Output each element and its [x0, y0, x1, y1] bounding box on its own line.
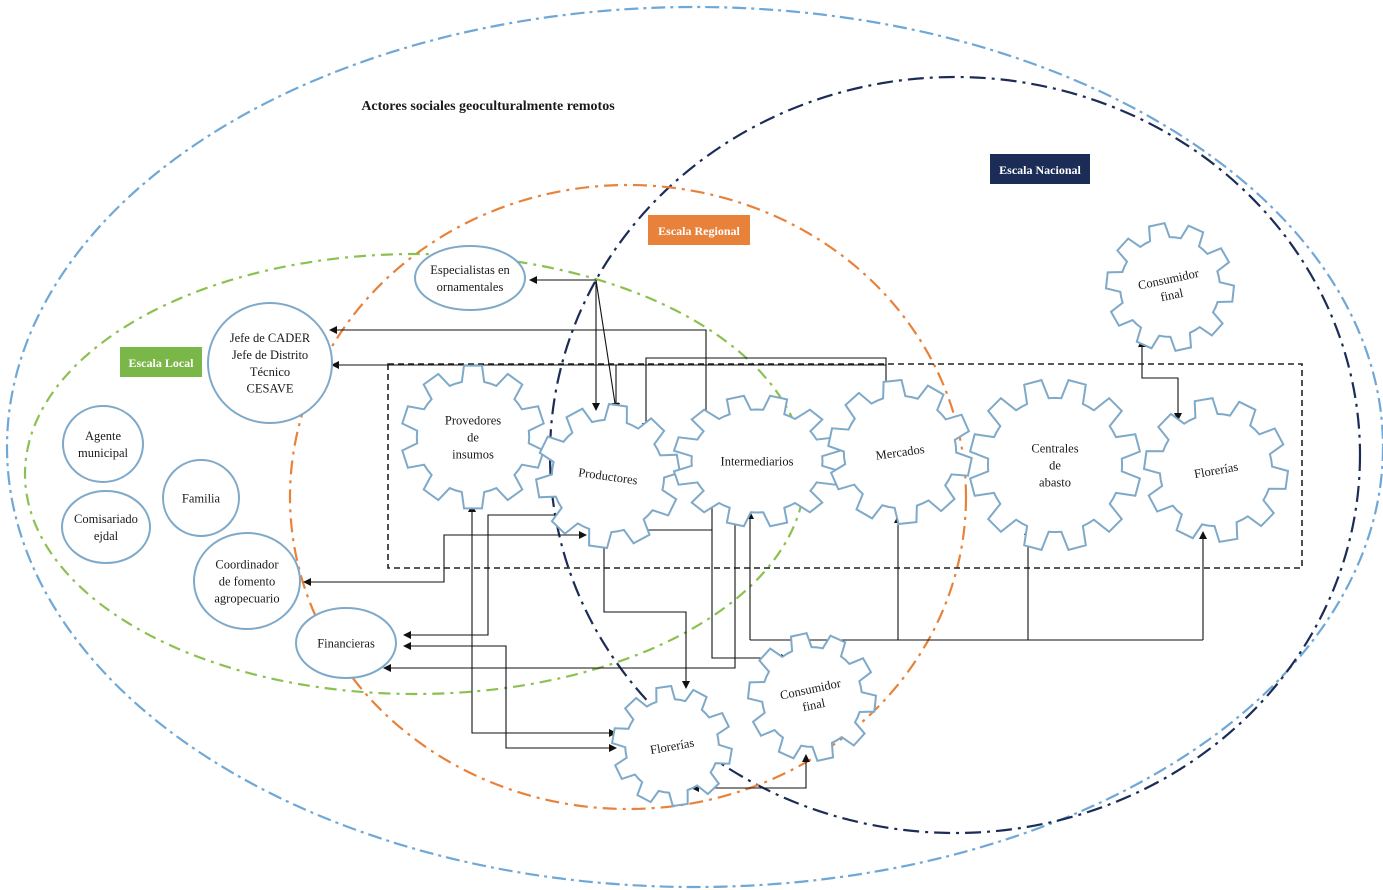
connections	[303, 276, 1207, 792]
especialistas-label-line: ornamentales	[437, 280, 504, 294]
agente-label-line: Agente	[85, 429, 122, 443]
arrow-florerias-to-consumidor	[691, 754, 810, 792]
coordinador-label-line: agropecuario	[214, 591, 279, 605]
actor-familia: Familia	[162, 459, 240, 537]
especialistas-label: Especialistas en ornamentales	[430, 263, 510, 294]
especialistas-label-line: Especialistas en	[430, 263, 510, 277]
productores-gear-shape	[534, 402, 682, 550]
jefe-cader-label-line: Jefe de CADER	[230, 331, 311, 345]
familia-shape	[162, 459, 240, 537]
local-scale-badge: Escala Local	[120, 347, 202, 377]
coordinador-label-line: Coordinador	[215, 558, 279, 572]
financieras-label-line: Financieras	[317, 636, 375, 650]
comisariado-shape	[61, 490, 151, 564]
actor-consumidor-bottom-gear: Consumidorfinal	[746, 632, 878, 762]
production-chain-frame	[387, 363, 1303, 569]
actor-productores-gear: Productores	[534, 402, 682, 550]
arrow-proveedores-to-florerias	[468, 504, 617, 737]
centrales-label-line: abasto	[1039, 475, 1071, 489]
consumidor-bottom-label-line: final	[801, 696, 827, 715]
mercados-gear-shape	[827, 378, 973, 526]
actor-florerias-nacional-gear: Florerías	[1142, 396, 1290, 544]
regional-scale-label: Escala Regional	[658, 224, 740, 238]
local-scale-badge-box	[120, 347, 202, 377]
proveedores-gear-shape	[401, 364, 545, 510]
regional-scale-badge: Escala Regional	[648, 215, 750, 245]
intermediarios-gear-shape	[672, 394, 842, 528]
actor-financieras: Financieras	[295, 607, 397, 679]
arrow-hub-to-productores-2	[595, 279, 619, 411]
arrow-intermediarios-down	[383, 515, 736, 672]
familia-label: Familia	[182, 491, 221, 505]
actor-comisariado: Comisariado ejdal	[61, 490, 151, 564]
florerias-bottom-gear-shape	[610, 684, 734, 808]
familia-label-line: Familia	[182, 491, 221, 505]
local-scale-label: Escala Local	[129, 356, 195, 370]
centrales-label: Centrales de abasto	[1031, 442, 1078, 490]
coordinador-shape	[193, 532, 301, 630]
mercados-label: Mercados	[875, 442, 926, 463]
regional-scale-badge-box	[648, 215, 750, 245]
regional-scale-outline	[288, 183, 968, 811]
consumidor-bottom-gear-shape	[746, 632, 878, 762]
proveedores-label: Provedores de insumos	[445, 414, 501, 462]
arrow-productores-to-florerias	[600, 539, 690, 689]
actor-proveedores-gear: Provedores de insumos	[401, 364, 545, 510]
national-scale-badge-box	[990, 154, 1090, 184]
coordinador-label-line: de fomento	[219, 574, 276, 588]
consumidor-nacional-label-line: final	[1159, 286, 1185, 305]
mercados-label-line: Mercados	[875, 442, 926, 463]
jefe-cader-label-line: Jefe de Distrito	[232, 348, 308, 362]
consumidor-nacional-gear-shape	[1104, 222, 1236, 352]
diagram-title: Actores sociales geoculturalmente remoto…	[361, 99, 615, 114]
actor-florerias-bottom-gear: Florerías	[610, 684, 734, 808]
financieras-shape	[295, 607, 397, 679]
especialistas-shape	[414, 245, 526, 311]
actors-layer: Especialistas en ornamentales Jefe de CAD…	[61, 222, 1290, 808]
actor-consumidor-nacional-gear: Consumidorfinal	[1104, 222, 1236, 352]
national-scale-label: Escala Nacional	[999, 163, 1081, 177]
national-scale-badge: Escala Nacional	[990, 154, 1090, 184]
intermediarios-label: Intermediarios	[721, 454, 794, 468]
proveedores-label-line: Provedores	[445, 414, 501, 428]
financieras-label: Financieras	[317, 636, 375, 650]
centrales-label-line: Centrales	[1031, 442, 1078, 456]
national-scale-outline	[548, 75, 1362, 835]
centrales-gear-shape	[968, 378, 1142, 552]
agente-label-line: municipal	[78, 446, 129, 460]
jefe-cader-shape	[207, 302, 333, 424]
arrow-coordinador-to-productores	[303, 531, 587, 586]
coordinador-label: Coordinador de fomento agropecuario	[214, 558, 279, 606]
jefe-cader-label-line: CESAVE	[246, 382, 293, 396]
arrow-consumidor-nacional-florerias	[1138, 339, 1182, 421]
agente-municipal-shape	[62, 405, 144, 483]
comisariado-label: Comisariado ejdal	[74, 512, 138, 543]
actor-coordinador: Coordinador de fomento agropecuario	[193, 532, 301, 630]
actor-intermediarios-gear: Intermediarios	[672, 394, 842, 528]
comisariado-label-line: ejdal	[94, 529, 119, 543]
jefe-cader-label-line: Técnico	[250, 365, 290, 379]
arrow-intermediarios-to-jefe	[329, 326, 707, 420]
actor-especialistas: Especialistas en ornamentales	[414, 245, 526, 311]
arrow-mercados-to-jefe	[331, 361, 887, 388]
intermediarios-label-line: Intermediarios	[721, 454, 794, 468]
proveedores-label-line: insumos	[452, 447, 494, 461]
actor-agente-municipal: Agente municipal	[62, 405, 144, 483]
arrow-mercados-to-productores	[642, 357, 887, 431]
comisariado-label-line: Comisariado	[74, 512, 138, 526]
remote-scale-outline	[6, 6, 1383, 888]
agente-label: Agente municipal	[78, 429, 129, 460]
centrales-label-line: de	[1049, 458, 1061, 472]
actor-centrales-gear: Centrales de abasto	[968, 378, 1142, 552]
actor-mercados-gear: Mercados	[827, 378, 973, 526]
proveedores-label-line: de	[467, 430, 479, 444]
florerias-nacional-gear-shape	[1142, 396, 1290, 544]
